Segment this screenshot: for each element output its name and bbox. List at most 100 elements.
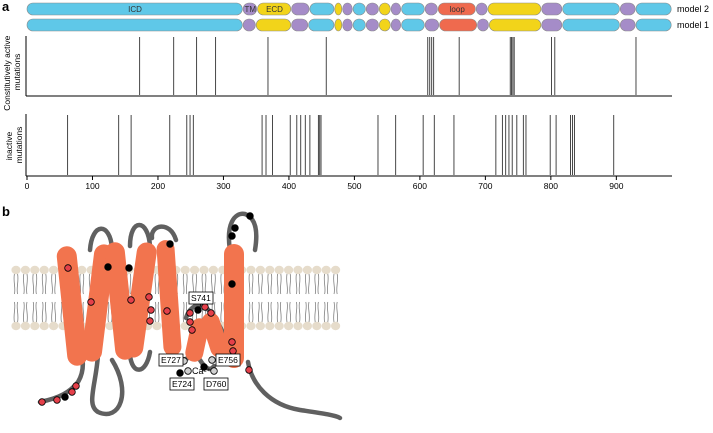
lipid-head <box>293 265 303 275</box>
inactive-mutation-dot <box>201 303 209 311</box>
domain-segment <box>342 2 353 16</box>
inactive-mutation-dot <box>145 293 153 301</box>
inactive-mutation-dot <box>72 382 80 390</box>
domain-segment-label: ICD <box>128 5 142 14</box>
lipid-tail <box>305 301 307 323</box>
domain-segment <box>439 18 478 32</box>
lipid-tail <box>258 273 260 295</box>
domain-segment <box>334 18 343 32</box>
lipid-tail <box>308 301 310 323</box>
lipid-tail <box>204 273 207 295</box>
domain-segment <box>541 18 563 32</box>
lipid-tail <box>54 273 56 295</box>
helix-7-pore <box>201 312 229 358</box>
axis-tick-label: 600 <box>413 181 427 191</box>
mutation-markers <box>38 212 254 406</box>
lipid-tail <box>314 273 317 295</box>
lipid-tail <box>51 273 53 295</box>
lipid-tail <box>195 273 197 295</box>
domain-segment <box>26 2 243 16</box>
lipid-tail <box>251 273 254 295</box>
lipid-head <box>39 265 49 275</box>
domain-segment <box>437 2 476 16</box>
active-mutations-track <box>25 36 672 97</box>
extracellular-loop-4 <box>226 211 259 253</box>
helix-8 <box>224 244 244 368</box>
lipid-tail <box>308 273 310 295</box>
domain-segment <box>475 2 488 16</box>
lipid-tail <box>192 273 194 295</box>
active-label-line-2: mutations <box>12 54 22 91</box>
inactive-mutation-dot <box>186 318 194 326</box>
lipid-tail <box>270 273 273 295</box>
active-mutation-dot <box>231 224 239 232</box>
domain-segment <box>619 2 636 16</box>
inactive-mutation-dot <box>207 309 215 317</box>
lipid-tail <box>279 301 282 323</box>
inactive-mutation-dot <box>163 307 171 315</box>
calcium-site-residue <box>208 356 216 364</box>
helix-2 <box>82 244 114 362</box>
domain-segment <box>489 18 542 32</box>
domain-segment <box>619 18 636 32</box>
lipid-tail <box>317 273 320 295</box>
lipid-tail <box>305 273 307 295</box>
lipid-head <box>180 265 190 275</box>
inactive-mutation-dot <box>146 317 154 325</box>
lipid-tail <box>129 273 132 295</box>
lipid-head <box>49 265 59 275</box>
model-bar-1 <box>26 18 672 32</box>
inactive-mutation-dot <box>228 338 236 346</box>
lipid-head <box>265 321 275 331</box>
inactive-mutation-dot <box>229 347 237 355</box>
domain-segment <box>352 18 366 32</box>
domain-segment-label: loop <box>450 5 466 14</box>
lipid-head <box>39 321 49 331</box>
lipid-tail <box>289 273 291 295</box>
lipid-head <box>321 265 331 275</box>
lipid-tail <box>157 301 160 323</box>
axis-tick-label: 500 <box>347 181 361 191</box>
lipid-tail <box>32 273 35 295</box>
lipid-head <box>312 265 322 275</box>
lipid-tail <box>16 301 19 323</box>
domain-segment <box>308 18 335 32</box>
active-mutation-dot <box>125 264 133 272</box>
lipid-tail <box>336 273 338 295</box>
e724-box <box>169 377 195 391</box>
lipid-head <box>284 321 294 331</box>
lipid-tail <box>333 301 335 323</box>
active-mutations-label: Constitutively active mutations <box>2 33 22 111</box>
domain-segment <box>562 18 620 32</box>
lipid-tail <box>35 301 38 323</box>
inactive-mutation-dot <box>186 309 194 317</box>
axis-tick-label: 100 <box>85 181 99 191</box>
lipid-tail <box>258 301 260 323</box>
lipid-tail <box>185 273 188 295</box>
lipid-tail <box>214 273 216 295</box>
model-1-label: model 1 <box>677 20 709 30</box>
inactive-mutation-dot <box>147 306 155 314</box>
lipid-tail <box>251 301 254 323</box>
calcium-ion-label: Ca²⁺ <box>192 366 212 376</box>
lipid-tail <box>23 301 25 323</box>
domain-segment <box>477 18 489 32</box>
domain-segment <box>309 2 335 16</box>
lipid-tail <box>314 301 317 323</box>
domain-segment <box>401 18 425 32</box>
axis-tick-label: 0 <box>25 181 30 191</box>
domain-segment <box>242 18 256 32</box>
lipid-head <box>331 265 341 275</box>
domain-segment <box>352 2 366 16</box>
lipid-head <box>302 321 312 331</box>
lipid-head <box>284 265 294 275</box>
inactive-mutation-dot <box>87 298 95 306</box>
lipid-tail <box>317 301 320 323</box>
inactive-mutations-label: inactive mutations <box>4 127 24 164</box>
inactive-mutation-dot <box>188 326 196 334</box>
lipid-head <box>11 321 21 331</box>
inactive-mutation-dot <box>53 396 61 404</box>
